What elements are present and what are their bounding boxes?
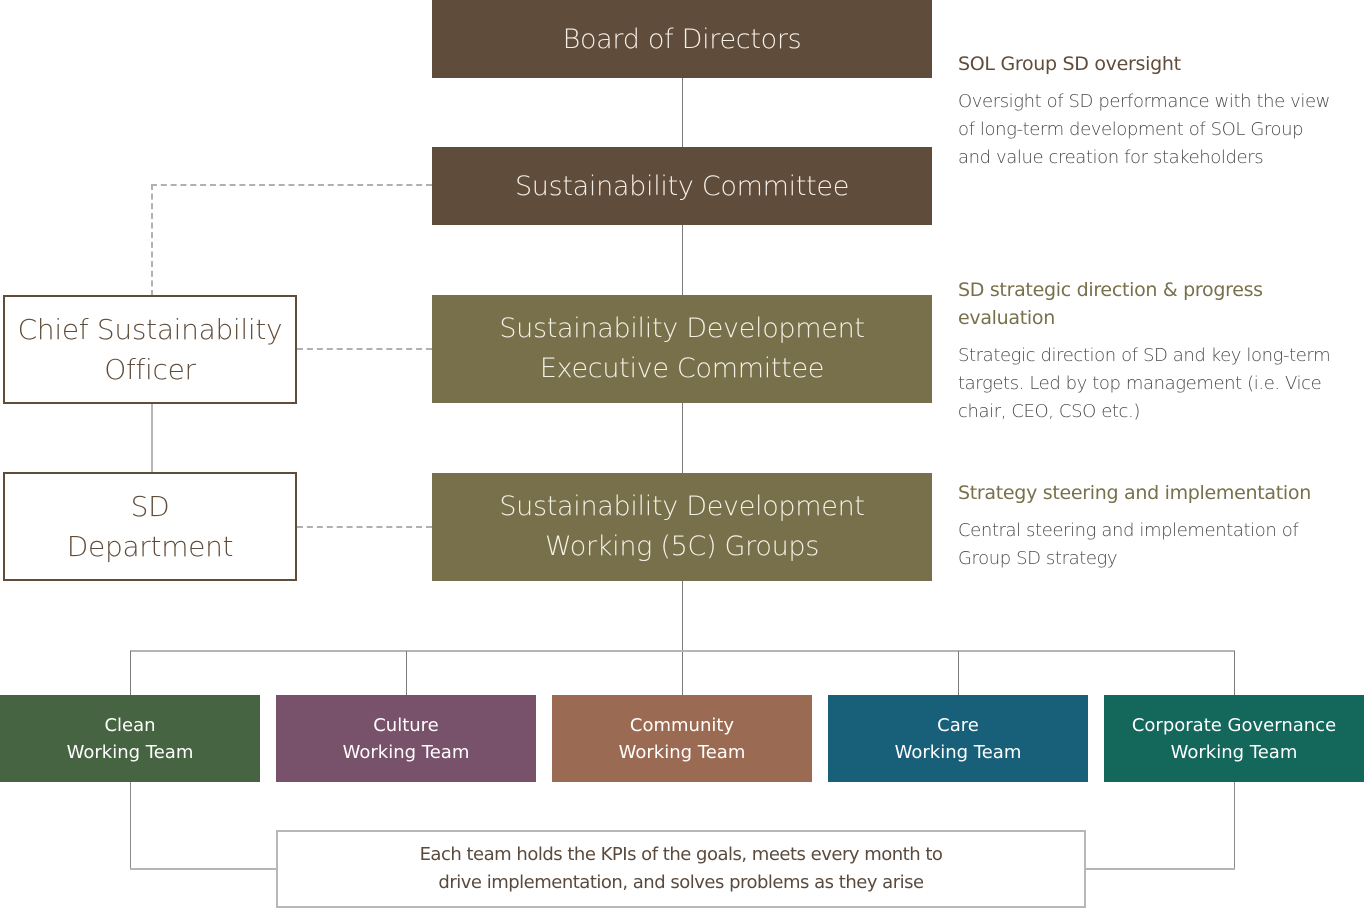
connector-team-governance [1234, 651, 1235, 695]
description-line: Group SD strategy [958, 548, 1118, 569]
team-corporate-governance-box: Corporate Governance Working Team [1104, 695, 1364, 782]
dashed-link-cso-vertical [151, 184, 153, 296]
description-text-oversight: Oversight of SD performance with the vie… [958, 88, 1358, 172]
sustainability-committee-box: Sustainability Committee [432, 147, 932, 225]
team-name: Care [937, 714, 979, 736]
description-line: of long-term development of SOL Group [958, 119, 1304, 140]
connector-cso-sd-department [151, 403, 153, 473]
bracket-right-horizontal [1086, 868, 1235, 870]
connector-board-committee [682, 78, 683, 148]
description-line: and value creation for stakeholders [958, 147, 1264, 168]
connector-team-culture [406, 651, 407, 695]
board-of-directors-label: Board of Directors [562, 23, 802, 55]
team-name: Clean [104, 714, 156, 736]
description-line: chair, CEO, CSO etc.) [958, 401, 1140, 422]
team-suffix: Working Team [1170, 741, 1298, 763]
teams-bus-line [130, 650, 1235, 652]
team-name: Corporate Governance [1131, 714, 1337, 736]
connector-executive-groups [682, 403, 683, 473]
bracket-right-vertical [1234, 782, 1235, 869]
sd-department-box: SD Department [3, 472, 297, 581]
working-groups-label-line2: Working (5C) Groups [544, 531, 820, 562]
description-line: Oversight of SD performance with the vie… [958, 91, 1330, 112]
team-suffix: Working Team [66, 741, 194, 763]
team-culture-box: Culture Working Team [276, 695, 536, 782]
connector-team-care [958, 651, 959, 695]
team-clean-box: Clean Working Team [0, 695, 260, 782]
bracket-left-horizontal [130, 868, 277, 870]
description-line: targets. Led by top management (i.e. Vic… [958, 373, 1322, 394]
team-name: Culture [373, 714, 439, 736]
board-of-directors-box: Board of Directors [432, 0, 932, 78]
description-line: Strategic direction of SD and key long-t… [958, 345, 1331, 366]
description-text-strategic: Strategic direction of SD and key long-t… [958, 342, 1358, 426]
cso-label-line1: Chief Sustainability [17, 312, 283, 346]
executive-committee-label-line2: Executive Committee [539, 353, 825, 384]
team-name: Community [629, 714, 735, 736]
connector-groups-teams [682, 581, 683, 695]
sustainability-committee-label: Sustainability Committee [514, 170, 850, 202]
description-title-oversight: SOL Group SD oversight [958, 53, 1181, 75]
dashed-link-committee-cso [151, 184, 432, 186]
dashed-link-sd-department-groups [297, 526, 432, 528]
working-groups-box: Sustainability Development Working (5C) … [432, 473, 932, 581]
team-suffix: Working Team [894, 741, 1022, 763]
team-kpi-note: Each team holds the KPIs of the goals, m… [276, 830, 1086, 908]
sd-department-label-line2: Department [66, 529, 234, 563]
team-community-box: Community Working Team [552, 695, 812, 782]
cso-label-line2: Officer [104, 352, 196, 386]
note-line: drive implementation, and solves problem… [438, 872, 924, 893]
connector-team-clean [130, 651, 131, 695]
connector-committee-executive [682, 225, 683, 295]
team-suffix: Working Team [618, 741, 746, 763]
executive-committee-label-line1: Sustainability Development [499, 313, 865, 344]
sd-department-label-line1: SD [130, 489, 170, 523]
description-title-strategic: SD strategic direction & progress evalua… [958, 276, 1263, 332]
bracket-left-vertical [130, 782, 131, 869]
executive-committee-box: Sustainability Development Executive Com… [432, 295, 932, 403]
description-text-steering: Central steering and implementation of G… [958, 517, 1358, 573]
description-title-line: SD strategic direction & progress [958, 279, 1263, 301]
team-care-box: Care Working Team [828, 695, 1088, 782]
team-suffix: Working Team [342, 741, 470, 763]
chief-sustainability-officer-box: Chief Sustainability Officer [3, 295, 297, 404]
dashed-link-cso-executive [297, 348, 432, 350]
description-title-line: evaluation [958, 307, 1055, 329]
note-line: Each team holds the KPIs of the goals, m… [419, 844, 943, 865]
working-groups-label-line1: Sustainability Development [499, 491, 865, 522]
description-line: Central steering and implementation of [958, 520, 1299, 541]
description-title-steering: Strategy steering and implementation [958, 482, 1311, 504]
